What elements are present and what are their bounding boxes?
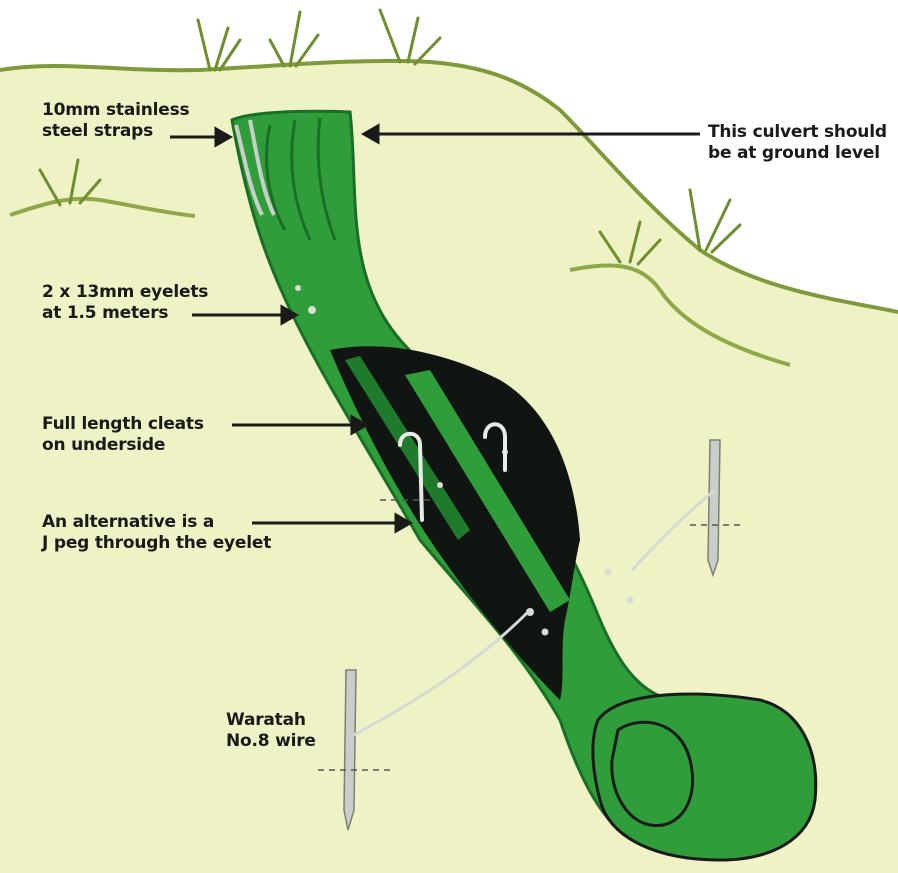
- label-jpeg: An alternative is a J peg through the ey…: [42, 512, 271, 554]
- label-eyelets-line-1: 2 x 13mm eyelets: [42, 282, 208, 303]
- label-culvert-level-line-1: This culvert should: [708, 122, 887, 143]
- label-eyelets: 2 x 13mm eyelets at 1.5 meters: [42, 282, 208, 324]
- label-waratah: Waratah No.8 wire: [226, 710, 316, 752]
- label-cleats: Full length cleats on underside: [42, 414, 204, 456]
- label-straps-line-2: steel straps: [42, 121, 189, 142]
- label-straps: 10mm stainless steel straps: [42, 100, 189, 142]
- label-culvert-level: This culvert should be at ground level: [708, 122, 887, 164]
- label-cleats-line-1: Full length cleats: [42, 414, 204, 435]
- label-jpeg-line-1: An alternative is a: [42, 512, 271, 533]
- label-straps-line-1: 10mm stainless: [42, 100, 189, 121]
- label-waratah-line-2: No.8 wire: [226, 731, 316, 752]
- label-waratah-line-1: Waratah: [226, 710, 316, 731]
- label-cleats-line-2: on underside: [42, 435, 204, 456]
- label-eyelets-line-2: at 1.5 meters: [42, 303, 208, 324]
- rolled-end: [593, 694, 816, 860]
- label-jpeg-line-2: J peg through the eyelet: [42, 533, 271, 554]
- label-culvert-level-line-2: be at ground level: [708, 143, 887, 164]
